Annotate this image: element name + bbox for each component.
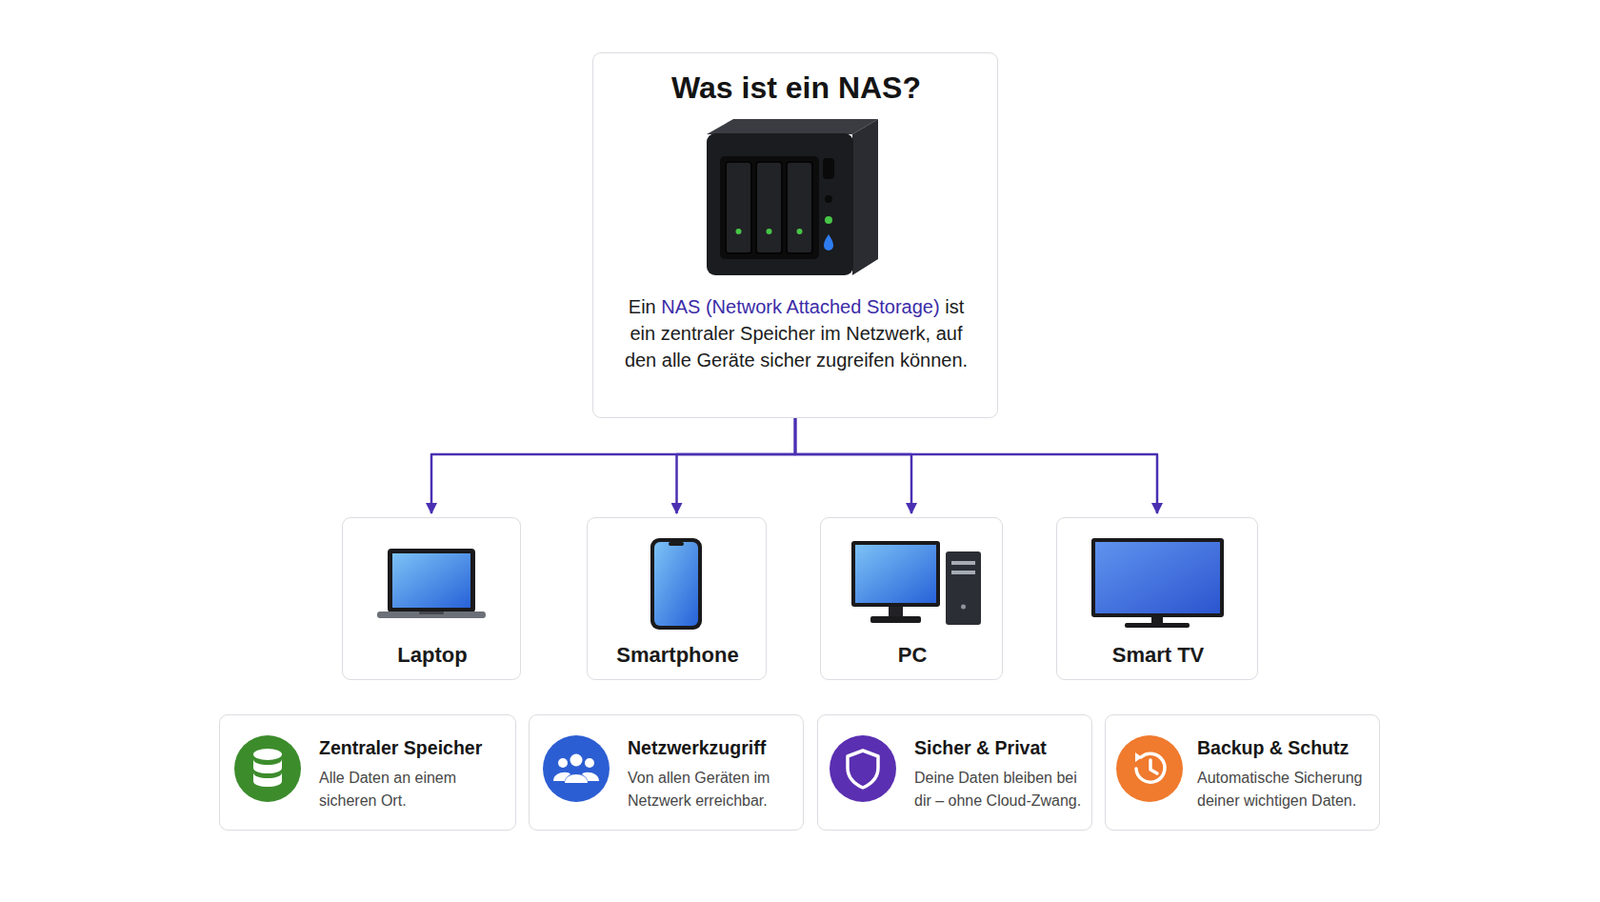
feature-heading: Backup & Schutz <box>1197 737 1374 760</box>
feature-card: Sicher & PrivatDeine Daten bleiben bei d… <box>817 714 1093 831</box>
device-label: Smartphone <box>587 642 768 668</box>
feature-heading: Zentraler Speicher <box>319 737 510 760</box>
device-box: Smartphone <box>586 517 767 680</box>
device-label: Laptop <box>342 642 522 668</box>
feature-text: Alle Daten an einem sicheren Ort. <box>319 766 483 813</box>
text-part: Ein <box>628 296 661 318</box>
feature-text: Von allen Geräten im Netzwerk erreichbar… <box>627 766 800 813</box>
tree-connector <box>677 418 797 514</box>
highlight-term: NAS (Network Attached Storage) <box>660 296 940 318</box>
device-box: Smart TV <box>1056 517 1259 680</box>
feature-card: NetzwerkzugriffVon allen Geräten im Netz… <box>528 714 804 831</box>
tree-connector <box>795 418 1158 514</box>
device-label: PC <box>820 642 1004 668</box>
tree-connector <box>795 418 912 514</box>
device-box: PC <box>820 517 1003 680</box>
device-label: Smart TV <box>1057 642 1260 668</box>
tree-connector <box>431 418 796 514</box>
box-description: Ein NAS (Network Attached Storage) ist e… <box>620 293 972 374</box>
feature-heading: Sicher & Privat <box>914 737 1086 760</box>
feature-card: Zentraler SpeicherAlle Daten an einem si… <box>219 714 517 831</box>
feature-text: Automatische Sicherung deiner wichtigen … <box>1197 766 1377 813</box>
main-box: Was ist ein NAS? Ein NAS (Network Attache… <box>592 52 999 419</box>
feature-text: Deine Daten bleiben bei dir – ohne Cloud… <box>914 766 1090 813</box>
box-title: Was ist ein NAS? <box>593 70 1000 106</box>
device-box: Laptop <box>341 517 521 680</box>
feature-heading: Netzwerkzugriff <box>627 737 800 760</box>
feature-card: Backup & SchutzAutomatische Sicherung de… <box>1104 714 1380 831</box>
